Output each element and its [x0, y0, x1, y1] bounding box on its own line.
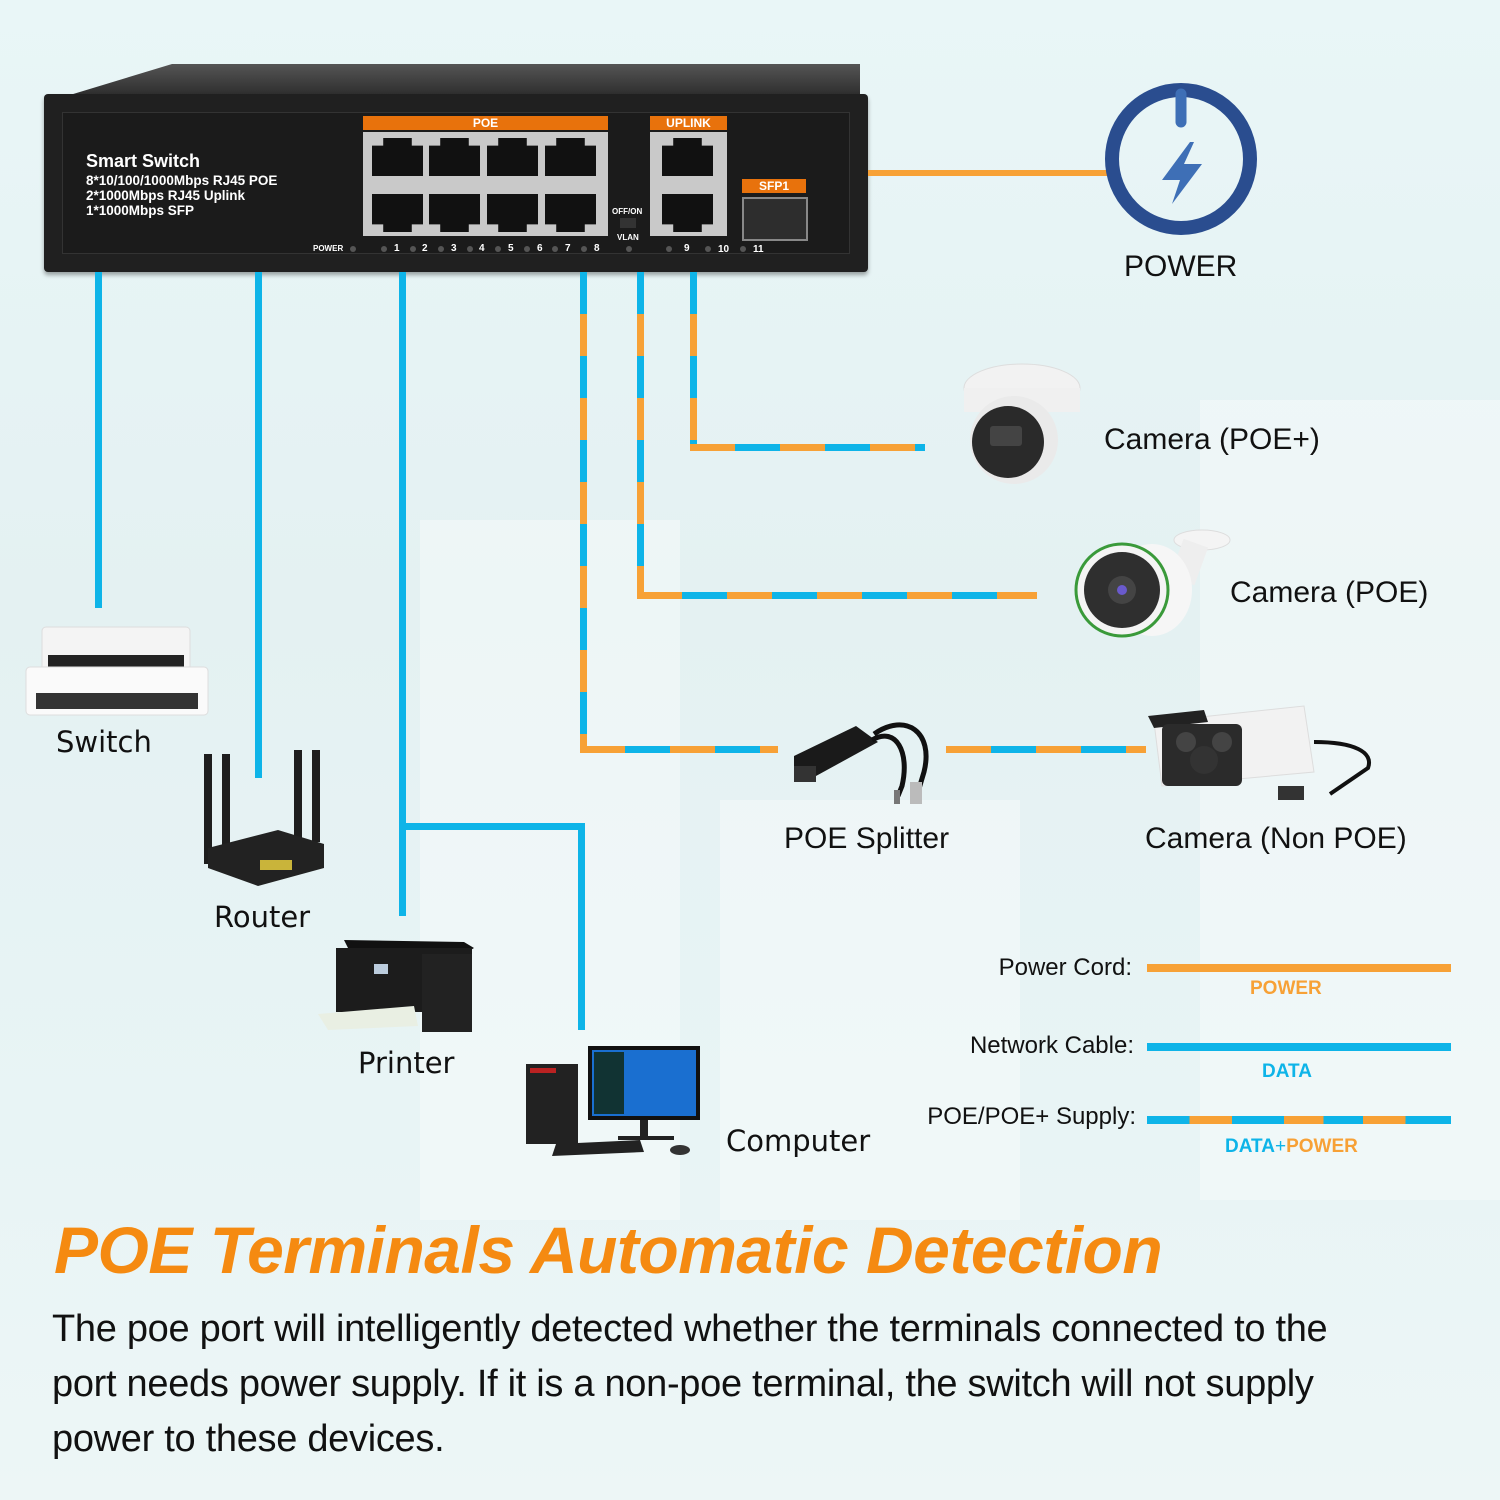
printer-device-label: Printer — [358, 1046, 455, 1080]
legend-network-cable-sub: DATA — [1262, 1061, 1312, 1082]
port-number: 11 — [753, 244, 764, 255]
port-led — [524, 246, 530, 252]
rj45-port-9[interactable] — [662, 138, 713, 176]
rj45-port-10[interactable] — [662, 194, 713, 232]
computer-device-image — [526, 1046, 700, 1156]
rj45-port-2[interactable] — [372, 194, 423, 232]
port-led — [467, 246, 473, 252]
switch-device-label: Switch — [56, 725, 152, 759]
legend-sub-data: DATA — [1225, 1136, 1275, 1157]
power-led — [350, 246, 356, 252]
poe-cable-to-camera-poe-plus-h — [690, 444, 925, 451]
switch-device-image — [25, 626, 209, 716]
port-led — [581, 246, 587, 252]
poe-cable-to-camera-poe-h — [637, 592, 1037, 599]
router-device-image — [204, 750, 324, 886]
dip-switch-bottom-label: VLAN — [617, 233, 639, 242]
camera-non-poe-image — [1148, 705, 1372, 800]
network-cable-to-computer-v — [578, 823, 585, 1030]
network-cable-to-computer-h — [399, 823, 585, 830]
port-number: 9 — [684, 243, 690, 254]
router-device-label: Router — [214, 900, 311, 934]
poe-ports-tag: POE — [363, 116, 608, 130]
splitter-to-camera-cable — [946, 746, 1146, 753]
camera-non-poe-label: Camera (Non POE) — [1145, 822, 1407, 855]
rj45-port-6[interactable] — [487, 194, 538, 232]
legend-power-cord-line — [1147, 964, 1451, 972]
camera-poe-plus-image — [963, 363, 1081, 484]
vlan-led — [626, 246, 632, 252]
background-block — [1200, 400, 1500, 1200]
camera-poe-image — [1074, 529, 1231, 638]
legend-power-cord-label: Power Cord: — [998, 954, 1132, 981]
network-cable-to-printer — [399, 272, 406, 916]
port-led — [495, 246, 501, 252]
background-block — [720, 800, 1020, 1220]
description-text: The poe port will intelligently detected… — [52, 1308, 1328, 1460]
dip-switch[interactable] — [620, 218, 636, 228]
legend-poe-supply-label: POE/POE+ Supply: — [927, 1103, 1136, 1130]
port-number: 7 — [565, 243, 571, 254]
uplink-ports-tag: UPLINK — [650, 116, 727, 130]
sfp-port-tag: SFP1 — [742, 179, 806, 193]
poe-splitter-label: POE Splitter — [784, 822, 950, 855]
sfp-port-11[interactable] — [742, 197, 808, 241]
port-number: 10 — [718, 244, 730, 255]
poe-cable-to-splitter-v — [580, 272, 587, 752]
rj45-port-1[interactable] — [372, 138, 423, 176]
port-number: 4 — [479, 243, 485, 254]
rj45-port-7[interactable] — [545, 138, 596, 176]
legend-poe-supply-sub: DATA+POWER — [1225, 1136, 1358, 1158]
camera-poe-plus-label: Camera (POE+) — [1104, 423, 1320, 456]
rj45-port-3[interactable] — [429, 138, 480, 176]
port-led — [410, 246, 416, 252]
power-bolt-icon — [1105, 83, 1257, 235]
legend-power-cord-sub: POWER — [1250, 978, 1322, 999]
page-headline: POE Terminals Automatic Detection — [54, 1213, 1163, 1287]
port-number: 6 — [537, 243, 543, 254]
legend-poe-supply-line — [1147, 1116, 1451, 1124]
switch-spec-poe: 8*10/100/1000Mbps RJ45 POE — [86, 173, 278, 188]
computer-device-label: Computer — [726, 1124, 871, 1158]
rj45-port-5[interactable] — [487, 138, 538, 176]
legend-sub-plus: + — [1274, 1136, 1287, 1157]
port-led — [552, 246, 558, 252]
port-led — [705, 246, 711, 252]
network-cable-to-router — [255, 272, 262, 778]
poe-cable-to-splitter-h — [580, 746, 778, 753]
dip-switch-top-label: OFF/ON — [612, 207, 643, 216]
port-led — [381, 246, 387, 252]
poe-splitter-image — [794, 722, 929, 804]
power-led-label: POWER — [313, 244, 344, 253]
power-label: POWER — [1124, 250, 1238, 283]
legend-network-cable-line — [1147, 1043, 1451, 1051]
switch-spec-sfp: 1*1000Mbps SFP — [86, 203, 195, 218]
rj45-port-4[interactable] — [429, 194, 480, 232]
switch-spec-uplink: 2*1000Mbps RJ45 Uplink — [86, 188, 246, 203]
port-number: 5 — [508, 243, 514, 254]
legend-sub-power: POWER — [1286, 1136, 1358, 1157]
port-led — [666, 246, 672, 252]
network-cable-to-switch — [95, 272, 102, 608]
port-number: 8 — [594, 243, 600, 254]
port-led — [740, 246, 746, 252]
switch-top-cover — [60, 64, 860, 98]
port-number: 1 — [394, 243, 400, 254]
uplink-port-bank — [650, 132, 727, 236]
port-number: 3 — [451, 243, 457, 254]
printer-device-image — [318, 940, 474, 1032]
poe-cable-to-camera-poe-v — [637, 272, 644, 599]
poe-port-bank — [363, 132, 608, 236]
legend-network-cable-label: Network Cable: — [969, 1032, 1134, 1059]
camera-poe-label: Camera (POE) — [1230, 576, 1429, 609]
poe-cable-to-camera-poe-plus-v — [690, 272, 697, 450]
switch-title: Smart Switch — [86, 151, 201, 171]
port-number: 2 — [422, 243, 428, 254]
power-cord-line — [868, 170, 1108, 176]
rj45-port-8[interactable] — [545, 194, 596, 232]
port-led — [438, 246, 444, 252]
